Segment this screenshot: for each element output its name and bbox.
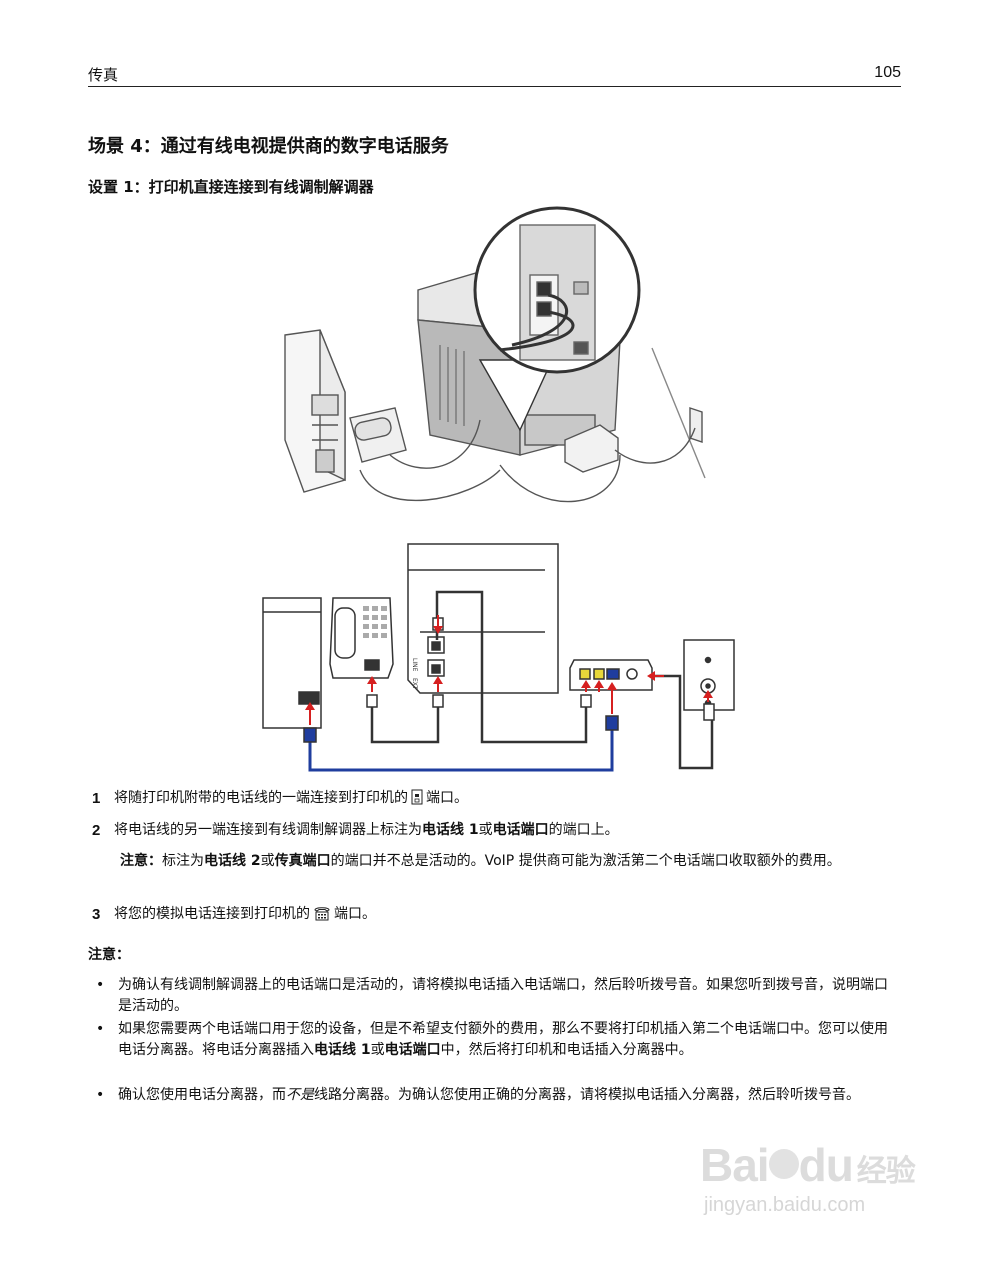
phone-port-icon [314, 907, 330, 921]
bullet-3-text-a: 确认您使用电话分离器，而 [118, 1087, 286, 1103]
bullet-2-bold-b: 电话端口 [384, 1042, 441, 1058]
bullet-2-text-a: 如果您需要两个电话端口用于您的设备，但是不希望支付额外的费用，那么不要将打印机插… [118, 1021, 888, 1058]
setup-subtitle: 设置 1：打印机直接连接到有线调制解调器 [88, 178, 374, 196]
step-2-text-or: 或 [478, 822, 493, 838]
printer-line-label: LINE [411, 658, 418, 672]
paw-icon [768, 1149, 799, 1179]
bullet-dot: • [96, 1021, 105, 1037]
bullet-text: 确认您使用电话分离器，而不是线路分离器。为确认您使用正确的分离器，请将模拟电话插… [118, 1085, 896, 1106]
step-number: 3 [92, 906, 101, 923]
step-3-text-a: 将您的模拟电话连接到打印机的 [114, 906, 310, 922]
bullet-2-text-d: 中，然后将打印机和电话插入分离器中。 [440, 1042, 693, 1058]
watermark-brand-b: du [798, 1139, 854, 1191]
step-text: 将随打印机附带的电话线的一端连接到打印机的 端口。 [114, 788, 468, 809]
bullet-text: 如果您需要两个电话端口用于您的设备，但是不希望支付额外的费用，那么不要将打印机插… [118, 1019, 896, 1061]
section-name: 传真 [88, 66, 119, 84]
printer-ext-label: EXT [411, 678, 418, 690]
watermark-brand-a: Bai [700, 1139, 770, 1191]
step-1-text-a: 将随打印机附带的电话线的一端连接到打印机的 [114, 790, 408, 806]
watermark-brand-c: 经验 [856, 1155, 916, 1188]
step-2-bold-b: 电话端口 [492, 822, 549, 838]
bullet-3-italic: 不是 [286, 1087, 314, 1103]
step-number: 2 [92, 822, 101, 839]
notes-heading: 注意： [88, 947, 130, 963]
step-2-bold-a: 电话线 1 [422, 822, 479, 838]
note-label: 注意： [120, 853, 162, 869]
setup-illustration: LINE EXT [262, 206, 735, 772]
bullet-text: 为确认有线调制解调器上的电话端口是活动的，请将模拟电话插入电话端口，然后聆听拨号… [118, 977, 888, 1014]
modem-drawing [564, 424, 619, 473]
bullet-2-text-or: 或 [370, 1042, 385, 1058]
schematic-computer-port [298, 691, 320, 705]
bullet-3-text-b: 线路分离器。为确认您使用正确的分离器，请将模拟电话插入分离器，然后聆听拨号音。 [314, 1087, 860, 1103]
note-text-d: 的端口并不总是活动的。VoIP 提供商可能为激活第二个电话端口收取额外的费用。 [330, 853, 841, 869]
note-text-a: 标注为 [162, 853, 204, 869]
step-number: 1 [92, 790, 101, 807]
bullet-dot: • [96, 977, 105, 993]
wall-jack-drawing [651, 347, 706, 479]
bullet-dot: • [96, 1087, 105, 1103]
step-text: 将电话线的另一端连接到有线调制解调器上标注为电话线 1或电话端口的端口上。 [114, 820, 619, 841]
step-1-text-b: 端口。 [426, 790, 468, 806]
step-text: 将您的模拟电话连接到打印机的 端口。 [114, 904, 376, 925]
page-number: 105 [874, 64, 901, 81]
line-port-icon [411, 789, 423, 805]
schematic-phone [329, 597, 394, 679]
bullet-2-bold-a: 电话线 1 [314, 1042, 371, 1058]
step-2-text-a: 将电话线的另一端连接到有线调制解调器上标注为 [114, 822, 422, 838]
top-illustration [284, 206, 706, 503]
step-2-text-d: 的端口上。 [548, 822, 619, 838]
telephone-drawing [349, 407, 407, 463]
schematic-modem [569, 659, 653, 691]
note-text-or: 或 [260, 853, 275, 869]
scenario-title: 场景 4：通过有线电视提供商的数字电话服务 [88, 136, 449, 157]
running-header: 传真 105 [88, 62, 901, 87]
step-3-text-b: 端口。 [334, 906, 376, 922]
note-bold-b: 传真端口 [274, 853, 331, 869]
computer-tower-drawing [284, 329, 346, 493]
schematic-diagram [262, 543, 735, 772]
zoom-detail [499, 224, 596, 361]
watermark-url: jingyan.baidu.com [704, 1194, 866, 1216]
note-bold-a: 电话线 2 [204, 853, 261, 869]
step-2-note: 注意：标注为电话线 2或传真端口的端口并不总是活动的。VoIP 提供商可能为激活… [120, 851, 902, 872]
